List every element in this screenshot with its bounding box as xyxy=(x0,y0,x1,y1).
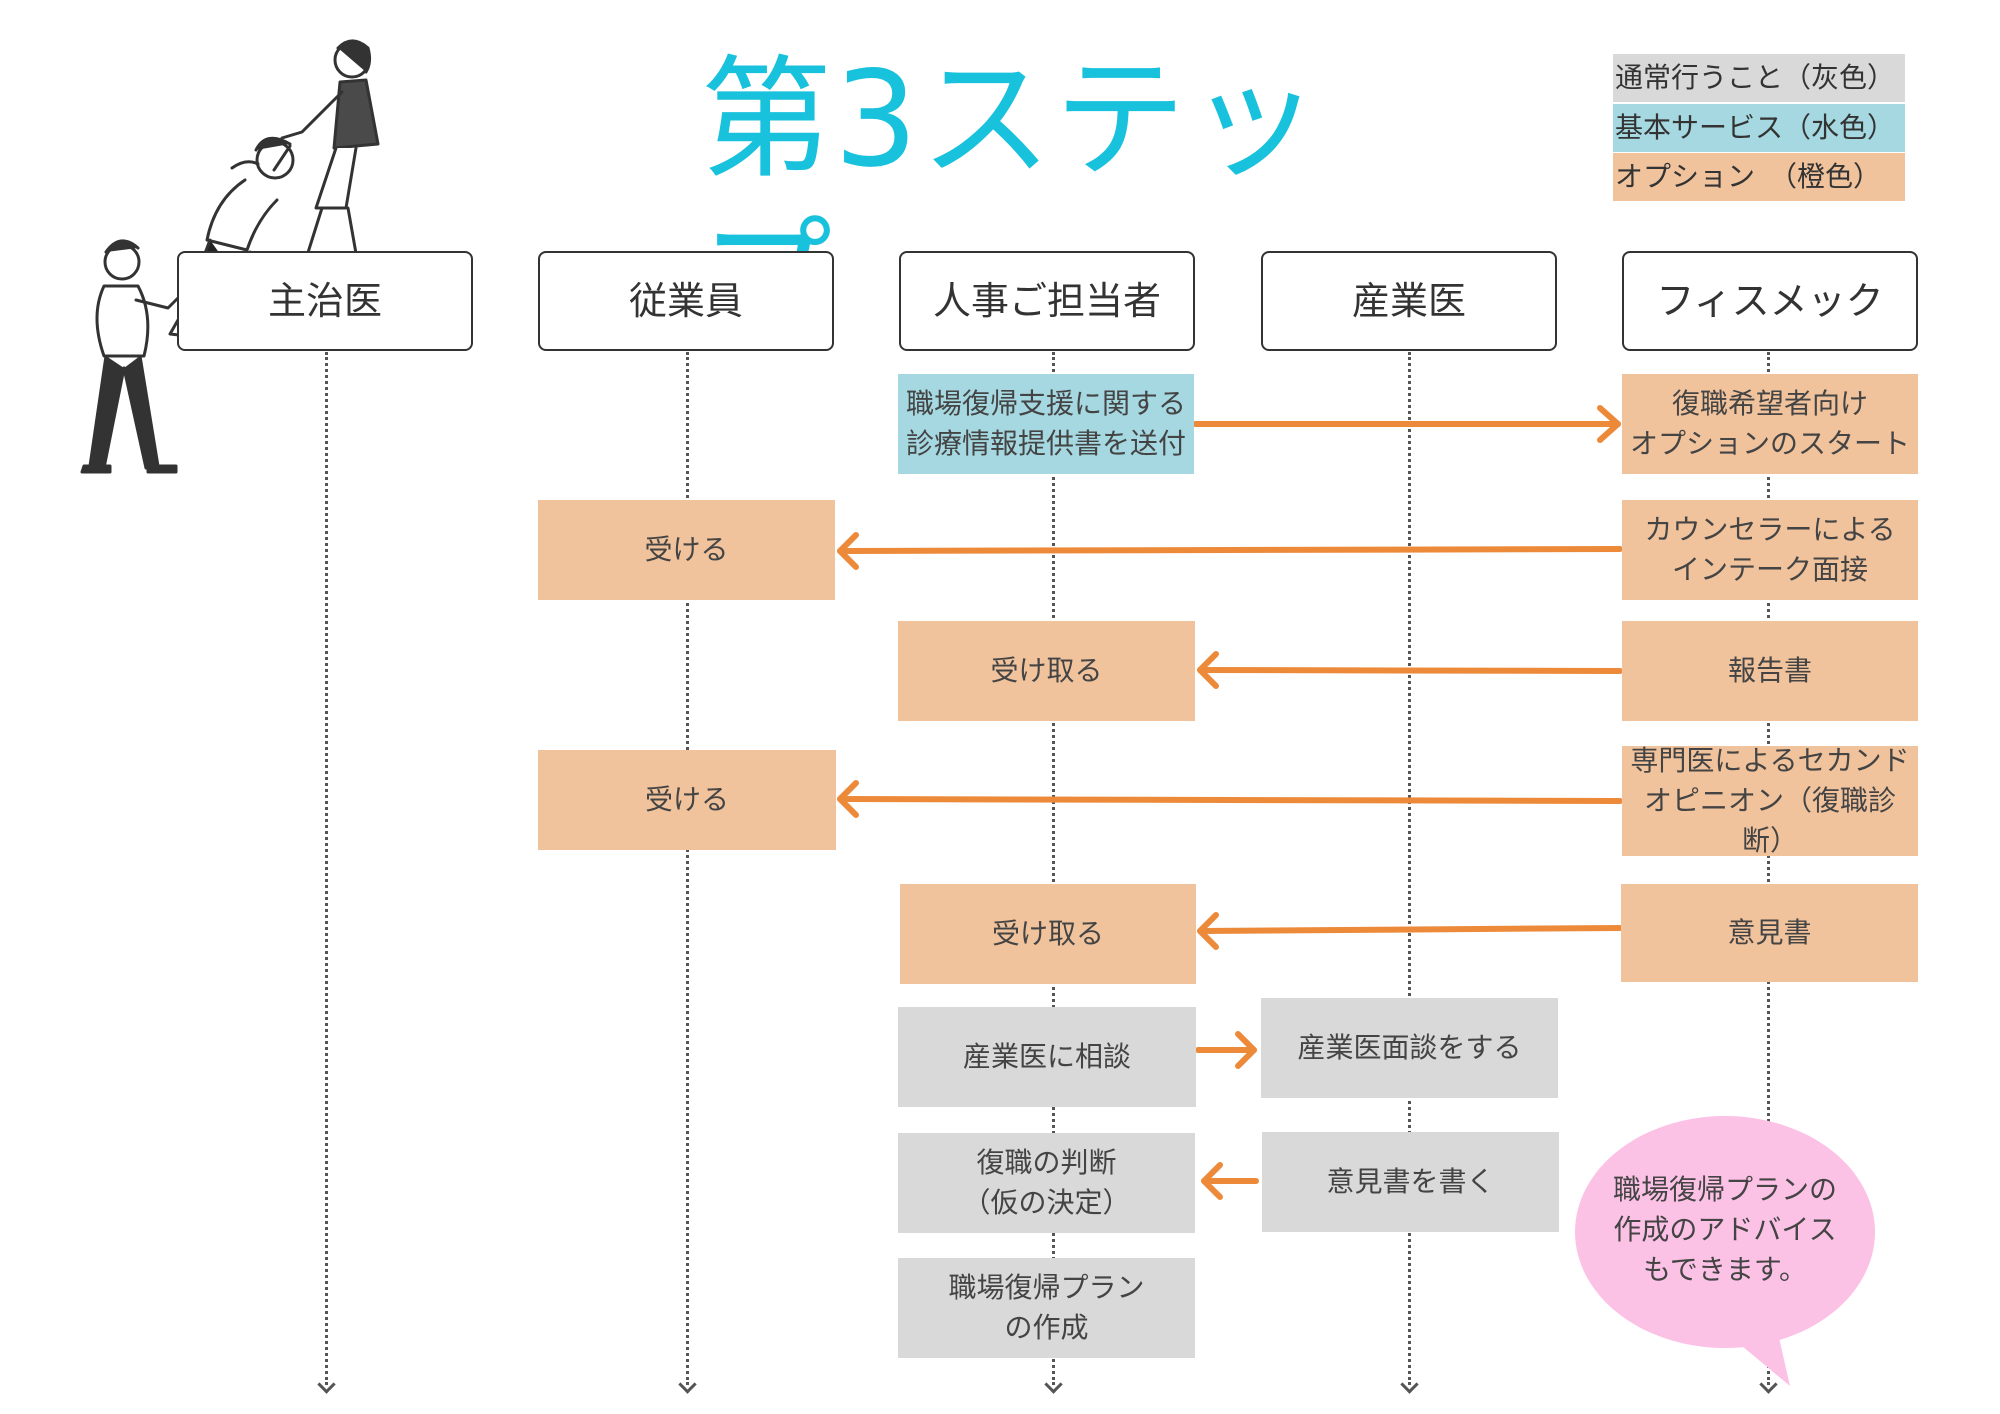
legend-option: オプション （橙色） xyxy=(1613,153,1905,201)
actor-hr-manager: 人事ご担当者 xyxy=(899,251,1195,351)
step-hr-receive-opinion: 受け取る xyxy=(900,884,1196,984)
step-option-start: 復職希望者向けオプションのスタート xyxy=(1622,374,1918,474)
lifeline-occupational-physician xyxy=(1408,352,1411,1385)
arrow-opinion-to-hr xyxy=(1197,912,1623,950)
actor-attending-doctor: 主治医 xyxy=(177,251,473,351)
arrow-report-to-hr xyxy=(1197,651,1623,689)
step-employee-receive-second-opinion: 受ける xyxy=(538,750,836,850)
arrow-intake-to-employee xyxy=(837,532,1623,570)
step-return-decision: 復職の判断（仮の決定） xyxy=(898,1133,1195,1233)
legend-normal: 通常行うこと（灰色） xyxy=(1613,54,1905,102)
lifeline-hr-manager xyxy=(1052,352,1055,1385)
step-send-medical-info: 職場復帰支援に関する診療情報提供書を送付 xyxy=(898,374,1194,474)
bubble-text: 職場復帰プランの 作成のアドバイス もできます。 xyxy=(1612,1173,1837,1286)
step-opinion-letter: 意見書 xyxy=(1621,884,1918,982)
arrow-send-to-fismec xyxy=(1192,405,1621,443)
arrow-opinion-letter-to-hr xyxy=(1201,1162,1259,1200)
arrow-second-opinion-to-employee xyxy=(837,780,1623,818)
actor-occupational-physician: 産業医 xyxy=(1261,251,1557,351)
step-report: 報告書 xyxy=(1622,621,1918,721)
step-second-opinion: 専門医によるセカンドオピニオン（復職診断） xyxy=(1622,744,1918,857)
arrow-consult-physician xyxy=(1195,1031,1257,1069)
step-hr-receive-report: 受け取る xyxy=(898,621,1195,721)
lifeline-employee xyxy=(686,352,689,1385)
step-employee-receive-intake: 受ける xyxy=(538,500,835,600)
step-consult-physician: 産業医に相談 xyxy=(898,1007,1196,1107)
legend-basic-service: 基本サービス（水色） xyxy=(1613,104,1905,152)
actor-employee: 従業員 xyxy=(538,251,834,351)
step-write-opinion: 意見書を書く xyxy=(1262,1132,1559,1232)
lifeline-attending-doctor xyxy=(325,352,328,1385)
actor-fismec: フィスメック xyxy=(1622,251,1918,351)
step-physician-interview: 産業医面談をする xyxy=(1261,998,1558,1098)
step-intake-interview: カウンセラーによるインテーク面接 xyxy=(1622,500,1918,600)
step-create-return-plan: 職場復帰プランの作成 xyxy=(898,1258,1195,1358)
lifeline-fismec xyxy=(1767,352,1770,1385)
